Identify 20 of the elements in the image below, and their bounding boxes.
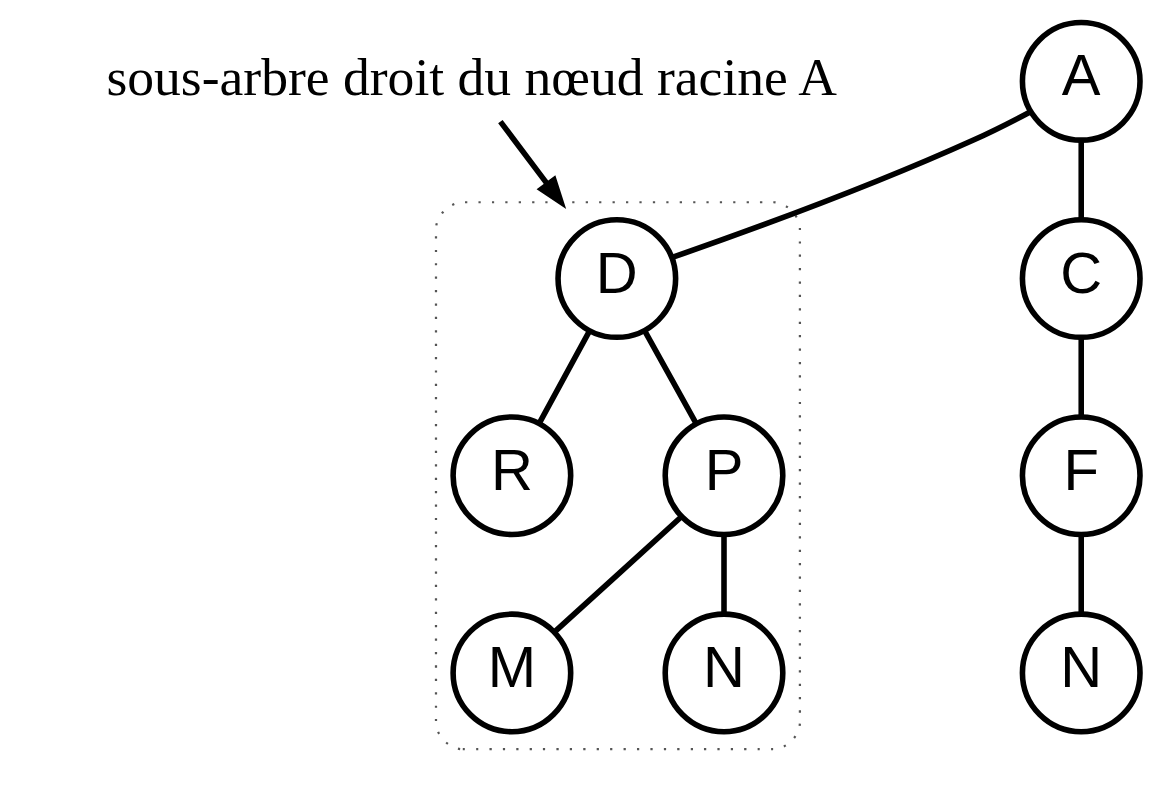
connector: [1078, 139, 1084, 220]
node-circle: M: [450, 610, 574, 734]
node-circle: N: [662, 610, 786, 734]
node-text: sous-arbre droit du nœud racine A: [106, 46, 837, 107]
connector: [642, 328, 699, 425]
node-circle: R: [450, 413, 574, 537]
connector: [1078, 337, 1084, 417]
connector: [721, 534, 727, 614]
cluster: [434, 200, 802, 750]
node-circle: F: [1019, 413, 1143, 537]
node-circle: N: [1019, 610, 1143, 734]
connector: [670, 108, 1032, 260]
node-circle: A: [1019, 19, 1143, 143]
node-circle: D: [555, 216, 679, 340]
node-circle: P: [662, 413, 786, 537]
node-circle: C: [1019, 216, 1143, 340]
connector: [536, 328, 593, 425]
connector: [1078, 534, 1084, 614]
arrow: [498, 119, 567, 209]
connector: [552, 514, 683, 634]
